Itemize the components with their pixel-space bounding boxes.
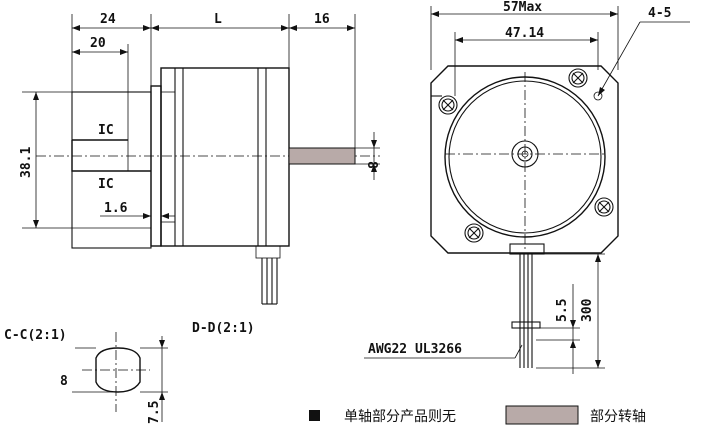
dim-57max-label: 57Max — [503, 0, 542, 15]
mount-screw-br — [594, 197, 614, 217]
cc-dim-7-5-label: 7.5 — [147, 401, 162, 424]
section-views: C-C(2:1) D-D(2:1) 8 7.5 — [4, 321, 255, 424]
mount-screw-tr — [568, 68, 588, 88]
dim-24-label: 24 — [100, 12, 116, 27]
ic-bottom-label: IC — [98, 177, 114, 192]
legend-shaft-part-text: 部分转轴 — [590, 409, 646, 425]
legend-shaft-swatch — [505, 405, 579, 425]
mount-screw-tl — [438, 95, 458, 115]
front-view: 57Max 47.14 4-5 — [364, 0, 690, 374]
side-view: 24 L 16 20 IC IC 8 — [19, 12, 380, 305]
dd-section-title: D-D(2:1) — [192, 321, 255, 336]
dim-1-6-label: 1.6 — [104, 201, 128, 216]
dim-20-label: 20 — [90, 36, 106, 51]
dim-5-5-label: 5.5 — [555, 299, 570, 322]
dim-4-5-label: 4-5 — [648, 6, 671, 21]
dim-38-1-label: 38.1 — [19, 147, 34, 178]
mount-screw-bl — [464, 223, 484, 243]
dim-300-label: 300 — [580, 298, 595, 322]
legend-single-shaft-text: 单轴部分产品则无 — [344, 409, 456, 425]
shaft-dia-label: 8 — [364, 161, 379, 169]
cc-dim-8-label: 8 — [60, 374, 68, 389]
shaft — [288, 147, 356, 165]
legend: 单轴部分产品则无 部分转轴 — [309, 405, 646, 425]
ic-top-label: IC — [98, 123, 114, 138]
wire-spec-label: AWG22 UL3266 — [368, 342, 462, 357]
dim-L-label: L — [214, 12, 222, 27]
legend-black-square — [309, 410, 320, 421]
dim-16-label: 16 — [314, 12, 330, 27]
cc-section-title: C-C(2:1) — [4, 328, 67, 343]
dim-47-14-label: 47.14 — [505, 26, 544, 41]
